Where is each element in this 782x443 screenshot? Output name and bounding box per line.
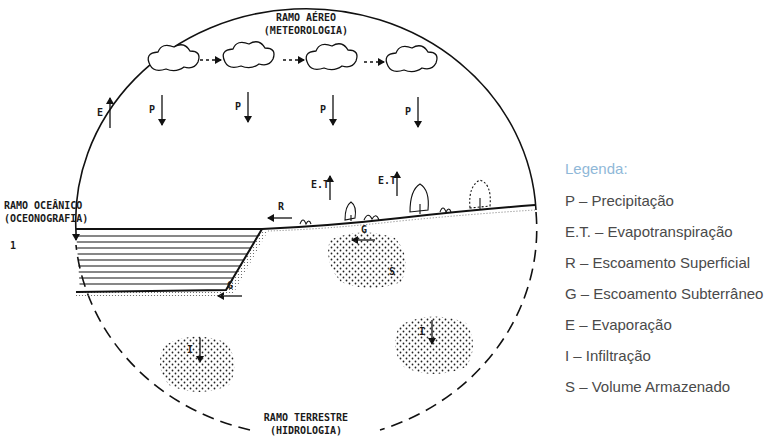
legend-entry: P – Precipitação — [565, 192, 674, 209]
flow-symbol: I — [419, 326, 425, 339]
flow-symbol: E.T — [311, 179, 329, 192]
callout-number: 1 — [10, 240, 16, 253]
legend-entry: E – Evaporação — [565, 316, 672, 333]
legend-entry: I – Infiltração — [565, 347, 651, 364]
flow-symbol: R — [278, 201, 284, 214]
legend-entry: S – Volume Armazenado — [565, 378, 730, 395]
flow-symbol: E.T — [378, 175, 396, 188]
legend-title: Legenda: — [565, 160, 628, 177]
storage-symbol: S — [389, 266, 395, 279]
flow-symbol: E — [97, 107, 103, 120]
flow-symbol: P — [405, 106, 411, 119]
flow-symbol: P — [235, 101, 241, 114]
flow-symbol: G — [227, 280, 233, 293]
legend-entry: E.T. – Evapotranspiração — [565, 223, 733, 240]
branch-label: RAMO OCEÂNICO (OCEONOGRAFIA) — [4, 200, 96, 225]
branch-label: RAMO TERRESTRE (HIDROLOGIA) — [251, 412, 361, 437]
flow-symbol: G — [361, 224, 367, 237]
legend-entry: G – Escoamento Subterrâneo — [565, 285, 763, 302]
flow-symbol: P — [320, 104, 326, 117]
flow-symbol: P — [149, 104, 155, 117]
flow-symbol: I — [187, 344, 193, 357]
branch-label: RAMO AÉREO (METEOROLOGIA) — [251, 12, 361, 37]
legend-entry: R – Escoamento Superficial — [565, 254, 750, 271]
